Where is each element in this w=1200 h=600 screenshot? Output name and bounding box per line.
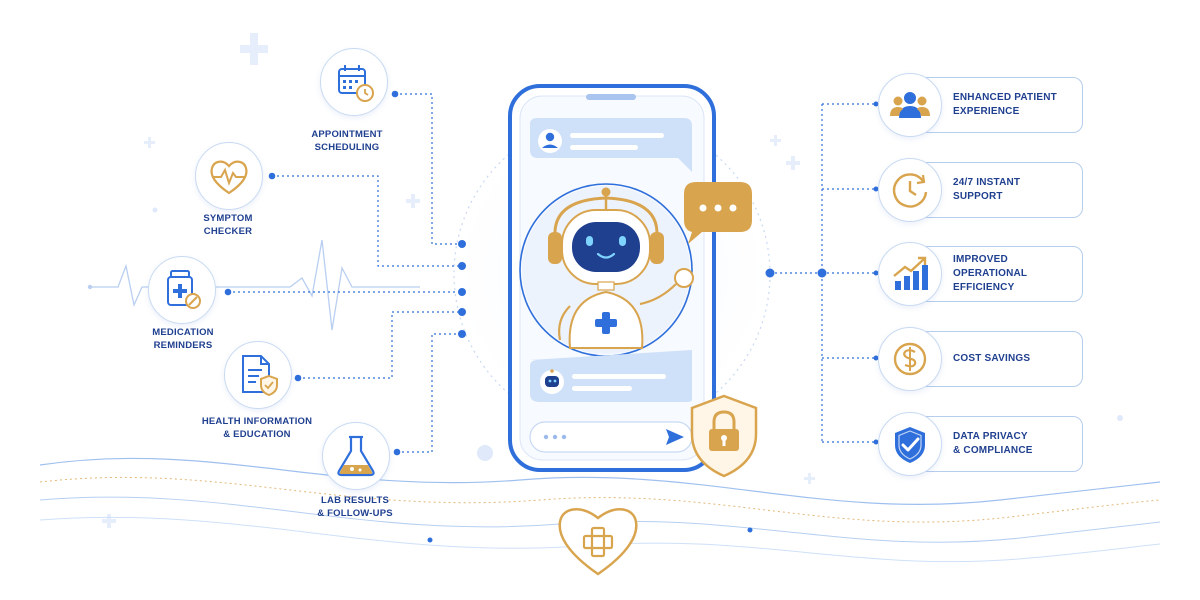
label-line: SUPPORT (953, 191, 1003, 202)
feature-label-medication: MEDICATION REMINDERS (108, 326, 258, 352)
dollar-coin-icon (878, 327, 942, 391)
robot-mascot (519, 183, 694, 357)
heart-pulse-icon (195, 142, 263, 210)
label-line: & FOLLOW-UPS (317, 508, 393, 519)
label-line: LAB RESULTS (321, 495, 389, 506)
padlock-shield-icon (690, 394, 758, 478)
feature-label-health-info: HEALTH INFORMATION & EDUCATION (182, 415, 332, 441)
message-input-bar (529, 421, 693, 453)
label-line: CHECKER (203, 226, 253, 237)
calendar-clock-icon (320, 48, 388, 116)
growth-chart-icon (878, 242, 942, 306)
heart-cross-icon (558, 508, 638, 576)
label-line: SCHEDULING (314, 142, 380, 153)
benefit-label: IMPROVED OPERATIONAL EFFICIENCY (953, 247, 1078, 301)
label-line: SYMPTOM (203, 213, 253, 224)
send-icon (666, 429, 684, 445)
phone-speaker (586, 94, 636, 100)
right-connector-dots (765, 101, 879, 445)
typing-bubble (684, 182, 752, 244)
label-line: REMINDERS (153, 340, 213, 351)
right-connectors (770, 103, 876, 443)
benefit-label: DATA PRIVACY & COMPLIANCE (953, 417, 1078, 471)
left-connector-dots (224, 90, 466, 456)
benefit-label: ENHANCED PATIENT EXPERIENCE (953, 78, 1078, 132)
feature-label-appointment: APPOINTMENT SCHEDULING (272, 128, 422, 154)
label-line: & EDUCATION (223, 429, 291, 440)
label-line: COST SAVINGS (953, 353, 1031, 364)
left-connectors (228, 93, 460, 453)
shield-check-icon (878, 412, 942, 476)
label-line: EXPERIENCE (953, 106, 1020, 117)
label-line: & COMPLIANCE (953, 445, 1033, 456)
benefit-label: 24/7 INSTANT SUPPORT (953, 163, 1078, 217)
ecg-line (90, 239, 420, 331)
flask-icon (322, 422, 390, 490)
people-icon (878, 73, 942, 137)
medicine-bottle-icon (148, 256, 216, 324)
label-line: HEALTH INFORMATION (201, 416, 313, 427)
label-line: ENHANCED PATIENT (953, 92, 1057, 103)
label-line: DATA PRIVACY (953, 431, 1028, 442)
decorative-dot (477, 445, 493, 461)
label-line: EFFICIENCY (953, 282, 1015, 293)
document-shield-icon (224, 341, 292, 409)
bottom-waves (39, 457, 1161, 563)
feature-label-lab-results: LAB RESULTS & FOLLOW-UPS (280, 494, 430, 520)
label-line: 24/7 INSTANT (953, 177, 1021, 188)
label-line: IMPROVED OPERATIONAL (953, 254, 1028, 279)
clock-icon (878, 158, 942, 222)
user-message-bubble (530, 118, 692, 172)
label-line: MEDICATION (152, 327, 214, 338)
feature-label-symptom: SYMPTOM CHECKER (153, 212, 303, 238)
label-line: APPOINTMENT (311, 129, 383, 140)
bot-message-bubble (530, 350, 692, 402)
benefit-label: COST SAVINGS (953, 332, 1078, 386)
decorative-crosses (102, 33, 815, 528)
